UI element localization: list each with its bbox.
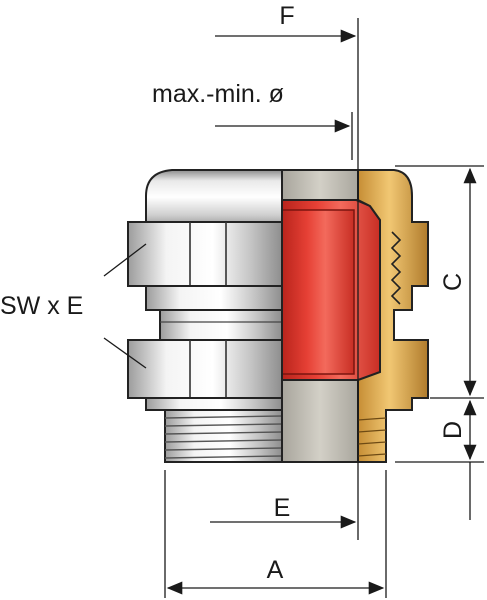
neck-ring (159, 309, 283, 341)
label-a: A (267, 556, 284, 584)
seal-inner-face (281, 209, 355, 375)
label-e: E (274, 494, 291, 522)
dimension-lines (103, 18, 484, 598)
label-d: D (439, 421, 467, 439)
leader-line-upper-hex (103, 243, 147, 277)
clamp-insert-section (281, 169, 359, 201)
label-max-min-diameter: max.-min. ø (152, 80, 284, 108)
leader-line-lower-hex (103, 337, 147, 369)
gland-exterior-half (127, 169, 283, 463)
lower-hex-nut (127, 339, 283, 399)
label-c: C (439, 273, 467, 291)
label-f: F (279, 2, 294, 30)
label-sw-x-e: SW x E (0, 292, 83, 320)
thread-ridges (164, 415, 283, 459)
base-flange (145, 397, 283, 411)
gland-cross-section-half (281, 169, 429, 463)
nut-shoulder (145, 285, 283, 311)
upper-hex-nut (127, 221, 283, 287)
cap-dome (145, 169, 283, 231)
body-section (281, 379, 359, 463)
internal-thread (390, 231, 402, 305)
